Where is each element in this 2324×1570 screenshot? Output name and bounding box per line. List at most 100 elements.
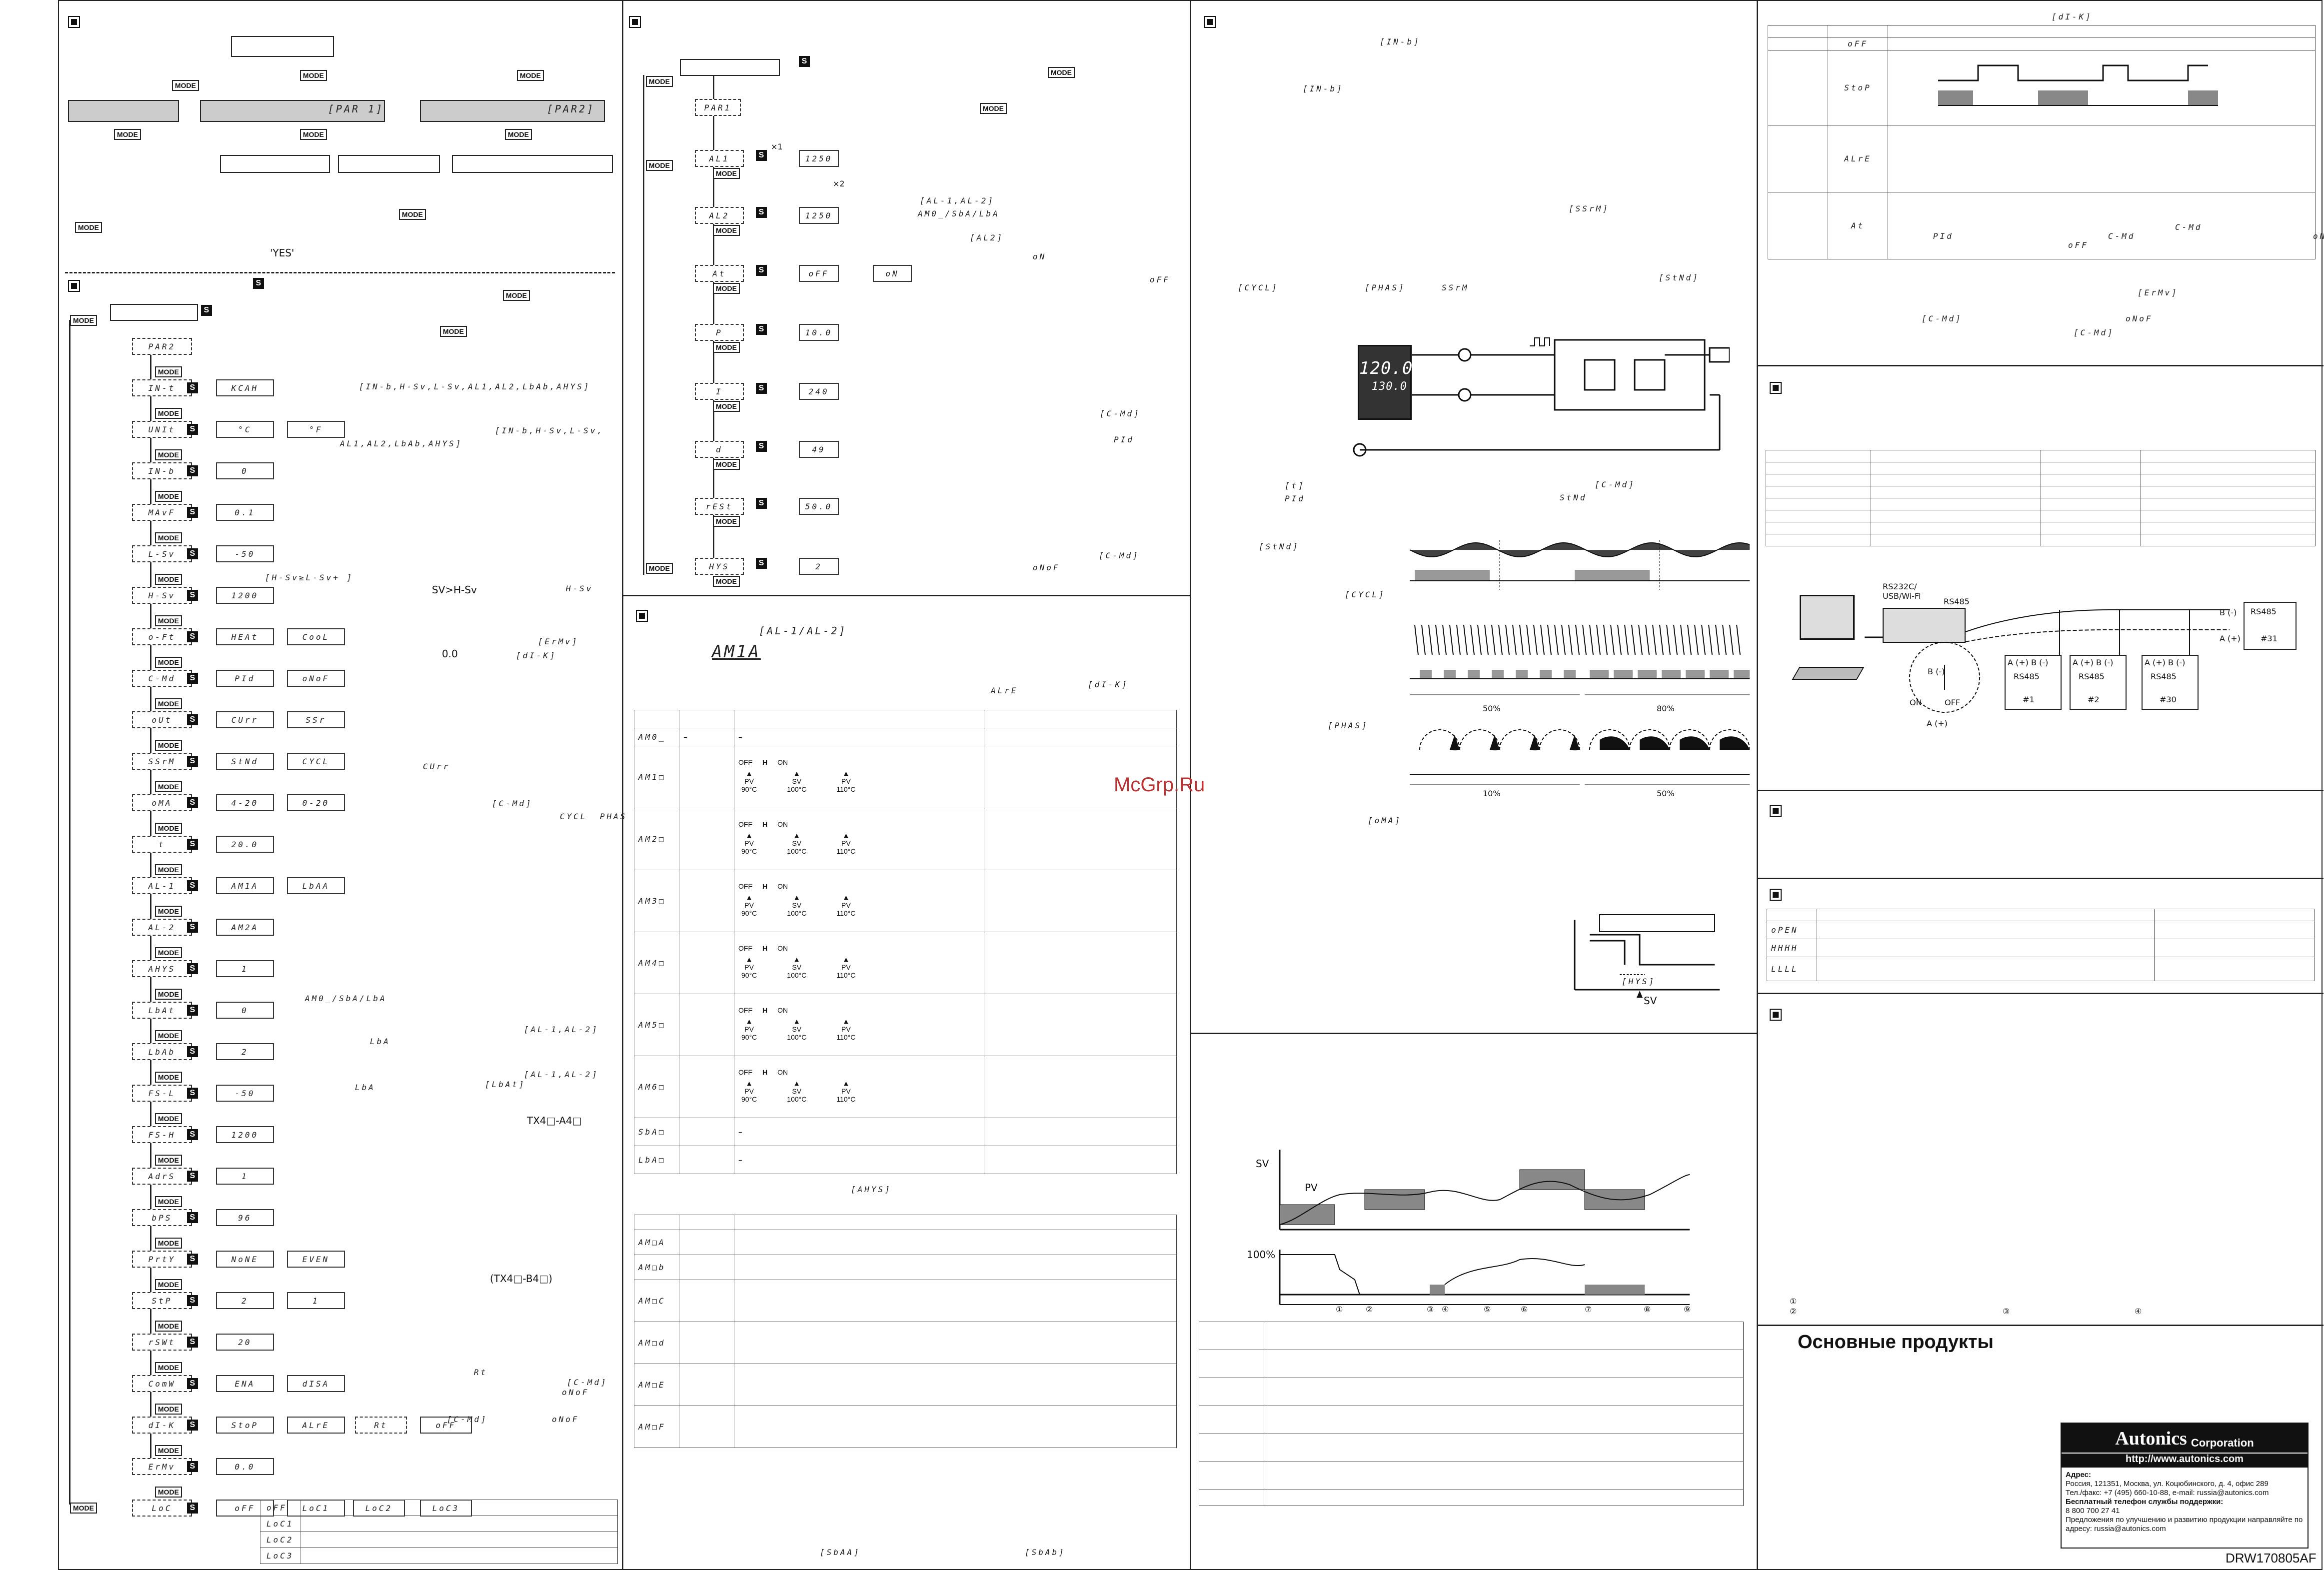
set-button[interactable]: S — [756, 324, 767, 335]
par2-param-1[interactable]: IN-t — [132, 379, 192, 396]
mode-button[interactable]: MODE — [155, 698, 182, 709]
set-button[interactable]: S — [756, 441, 767, 452]
set-button[interactable]: S — [187, 1005, 198, 1016]
set-button[interactable]: S — [187, 756, 198, 767]
mode-button[interactable]: MODE — [155, 989, 182, 1000]
par2-param-22[interactable]: PrtY — [132, 1251, 192, 1268]
set-button[interactable]: S — [201, 305, 212, 316]
mode-button[interactable]: MODE — [713, 401, 740, 412]
par2-param-12[interactable]: t — [132, 836, 192, 853]
mode-button[interactable]: MODE — [70, 1503, 97, 1514]
set-button[interactable]: S — [756, 265, 767, 276]
par2-param-18[interactable]: FS-L — [132, 1085, 192, 1102]
par2-param-27[interactable]: ErMv — [132, 1458, 192, 1475]
par2-param-10[interactable]: SSrM — [132, 753, 192, 770]
set-button[interactable]: S — [187, 1378, 198, 1389]
set-button[interactable]: S — [187, 839, 198, 850]
mode-button[interactable]: MODE — [155, 906, 182, 917]
set-button[interactable]: S — [187, 1088, 198, 1099]
mode-button[interactable]: MODE — [646, 76, 673, 87]
par1-param-6[interactable]: d — [695, 441, 744, 458]
set-button[interactable]: S — [187, 1337, 198, 1348]
set-button[interactable]: S — [187, 797, 198, 808]
par2-param-19[interactable]: FS-H — [132, 1126, 192, 1143]
set-button[interactable]: S — [187, 590, 198, 601]
set-button[interactable]: S — [187, 1461, 198, 1472]
par1-param-3[interactable]: At — [695, 265, 744, 282]
mode-button[interactable]: MODE — [155, 1113, 182, 1124]
mode-button[interactable]: MODE — [646, 563, 673, 574]
mode-button[interactable]: MODE — [155, 781, 182, 792]
mode-button[interactable]: MODE — [505, 129, 532, 140]
mode-button[interactable]: MODE — [155, 947, 182, 958]
mode-button[interactable]: MODE — [155, 1072, 182, 1083]
set-button[interactable]: S — [187, 1212, 198, 1223]
mode-button[interactable]: MODE — [399, 209, 426, 220]
par2-param-20[interactable]: AdrS — [132, 1168, 192, 1185]
par2-param-6[interactable]: H-Sv — [132, 587, 192, 604]
mode-button[interactable]: MODE — [155, 408, 182, 419]
mode-button[interactable]: MODE — [713, 576, 740, 587]
set-button[interactable]: S — [187, 673, 198, 684]
par2-param-24[interactable]: rSWt — [132, 1334, 192, 1351]
mode-button[interactable]: MODE — [155, 574, 182, 585]
par2-param-17[interactable]: LbAb — [132, 1043, 192, 1060]
mode-button[interactable]: MODE — [517, 70, 544, 81]
mode-button[interactable]: MODE — [300, 70, 327, 81]
mode-button[interactable]: MODE — [155, 1238, 182, 1249]
mode-button[interactable]: MODE — [713, 168, 740, 179]
set-button[interactable]: S — [799, 56, 810, 67]
set-button[interactable]: S — [187, 922, 198, 933]
par2-param-23[interactable]: StP — [132, 1292, 192, 1309]
set-button[interactable]: S — [187, 1254, 198, 1265]
set-button[interactable]: S — [756, 498, 767, 509]
mode-button[interactable]: MODE — [155, 1487, 182, 1498]
set-button[interactable]: S — [187, 382, 198, 393]
mode-button[interactable]: MODE — [172, 80, 199, 91]
par2-param-4[interactable]: MAvF — [132, 504, 192, 521]
mode-button[interactable]: MODE — [713, 342, 740, 353]
mode-button[interactable]: MODE — [503, 290, 530, 301]
mode-button[interactable]: MODE — [713, 283, 740, 294]
set-button[interactable]: S — [187, 963, 198, 974]
set-button[interactable]: S — [756, 150, 767, 161]
par1-param-4[interactable]: P — [695, 324, 744, 341]
par2-param-5[interactable]: L-Sv — [132, 545, 192, 562]
mode-button[interactable]: MODE — [155, 1362, 182, 1373]
mode-button[interactable]: MODE — [713, 516, 740, 527]
set-button[interactable]: S — [187, 1420, 198, 1431]
mode-button[interactable]: MODE — [155, 449, 182, 460]
mode-button[interactable]: MODE — [980, 103, 1007, 114]
set-button[interactable]: S — [187, 880, 198, 891]
par2-param-2[interactable]: UNIt — [132, 421, 192, 438]
par1-param-0[interactable]: PAR1 — [695, 99, 741, 116]
mode-button[interactable]: MODE — [155, 864, 182, 875]
par1-param-5[interactable]: I — [695, 383, 744, 400]
mode-button[interactable]: MODE — [155, 366, 182, 377]
set-button[interactable]: S — [187, 1129, 198, 1140]
par2-param-3[interactable]: IN-b — [132, 462, 192, 479]
par1-param-2[interactable]: AL2 — [695, 207, 744, 224]
set-button[interactable]: S — [187, 631, 198, 642]
mode-button[interactable]: MODE — [155, 1030, 182, 1041]
par2-param-14[interactable]: AL-2 — [132, 919, 192, 936]
mode-button[interactable]: MODE — [713, 225, 740, 236]
mode-button[interactable]: MODE — [1048, 67, 1075, 78]
par2-param-21[interactable]: bPS — [132, 1209, 192, 1226]
mode-button[interactable]: MODE — [155, 615, 182, 626]
set-button[interactable]: S — [253, 278, 264, 289]
mode-button[interactable]: MODE — [155, 1445, 182, 1456]
mode-button[interactable]: MODE — [646, 160, 673, 171]
set-button[interactable]: S — [187, 1046, 198, 1057]
par2-param-7[interactable]: o-Ft — [132, 628, 192, 645]
set-button[interactable]: S — [187, 1171, 198, 1182]
mode-button[interactable]: MODE — [155, 532, 182, 543]
set-button[interactable]: S — [187, 465, 198, 476]
par2-param-25[interactable]: ComW — [132, 1375, 192, 1392]
set-button[interactable]: S — [187, 424, 198, 435]
mode-button[interactable]: MODE — [155, 1279, 182, 1290]
mode-button[interactable]: MODE — [114, 129, 141, 140]
mode-button[interactable]: MODE — [155, 1321, 182, 1332]
mode-button[interactable]: MODE — [155, 1155, 182, 1166]
set-button[interactable]: S — [756, 383, 767, 394]
